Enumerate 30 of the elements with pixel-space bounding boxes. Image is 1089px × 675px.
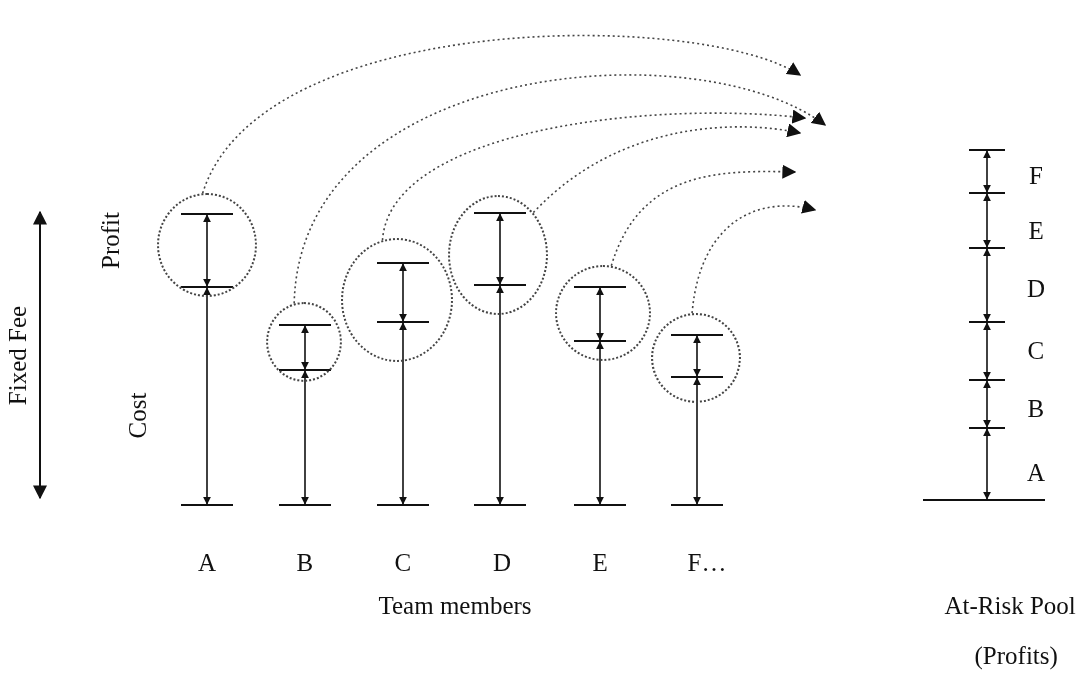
segment-label: F bbox=[1029, 162, 1043, 188]
dotted-arrow bbox=[610, 164, 797, 267]
column-label: A bbox=[198, 549, 217, 575]
column-label: C bbox=[394, 549, 412, 575]
axis-label: Cost bbox=[125, 392, 151, 438]
axis-title: Team members bbox=[378, 592, 532, 618]
axis-label: Profit bbox=[97, 211, 123, 269]
segment-label: D bbox=[1027, 275, 1046, 301]
column-label: D bbox=[493, 549, 512, 575]
dotted-arrow bbox=[293, 74, 827, 305]
dotted-circle bbox=[341, 238, 453, 362]
axis-label: Fixed Fee bbox=[4, 305, 30, 405]
segment-label: A bbox=[1027, 459, 1046, 485]
dotted-arrow bbox=[532, 123, 802, 214]
dotted-circle bbox=[266, 302, 342, 382]
axis-title: (Profits) bbox=[974, 642, 1058, 668]
dotted-circle bbox=[448, 195, 548, 315]
dotted-circle bbox=[651, 313, 741, 403]
segment-label: E bbox=[1028, 217, 1044, 243]
dotted-arrow bbox=[201, 35, 802, 194]
segment-label: C bbox=[1027, 337, 1045, 363]
dotted-circle bbox=[157, 193, 257, 297]
column-label: B bbox=[296, 549, 314, 575]
dotted-arrow bbox=[691, 200, 817, 314]
column-label: F… bbox=[687, 549, 727, 575]
column-label: E bbox=[592, 549, 608, 575]
segment-label: B bbox=[1027, 395, 1045, 421]
dotted-arrow bbox=[381, 109, 807, 241]
dotted-circle bbox=[555, 265, 651, 361]
axis-title: At-Risk Pool bbox=[944, 592, 1076, 618]
